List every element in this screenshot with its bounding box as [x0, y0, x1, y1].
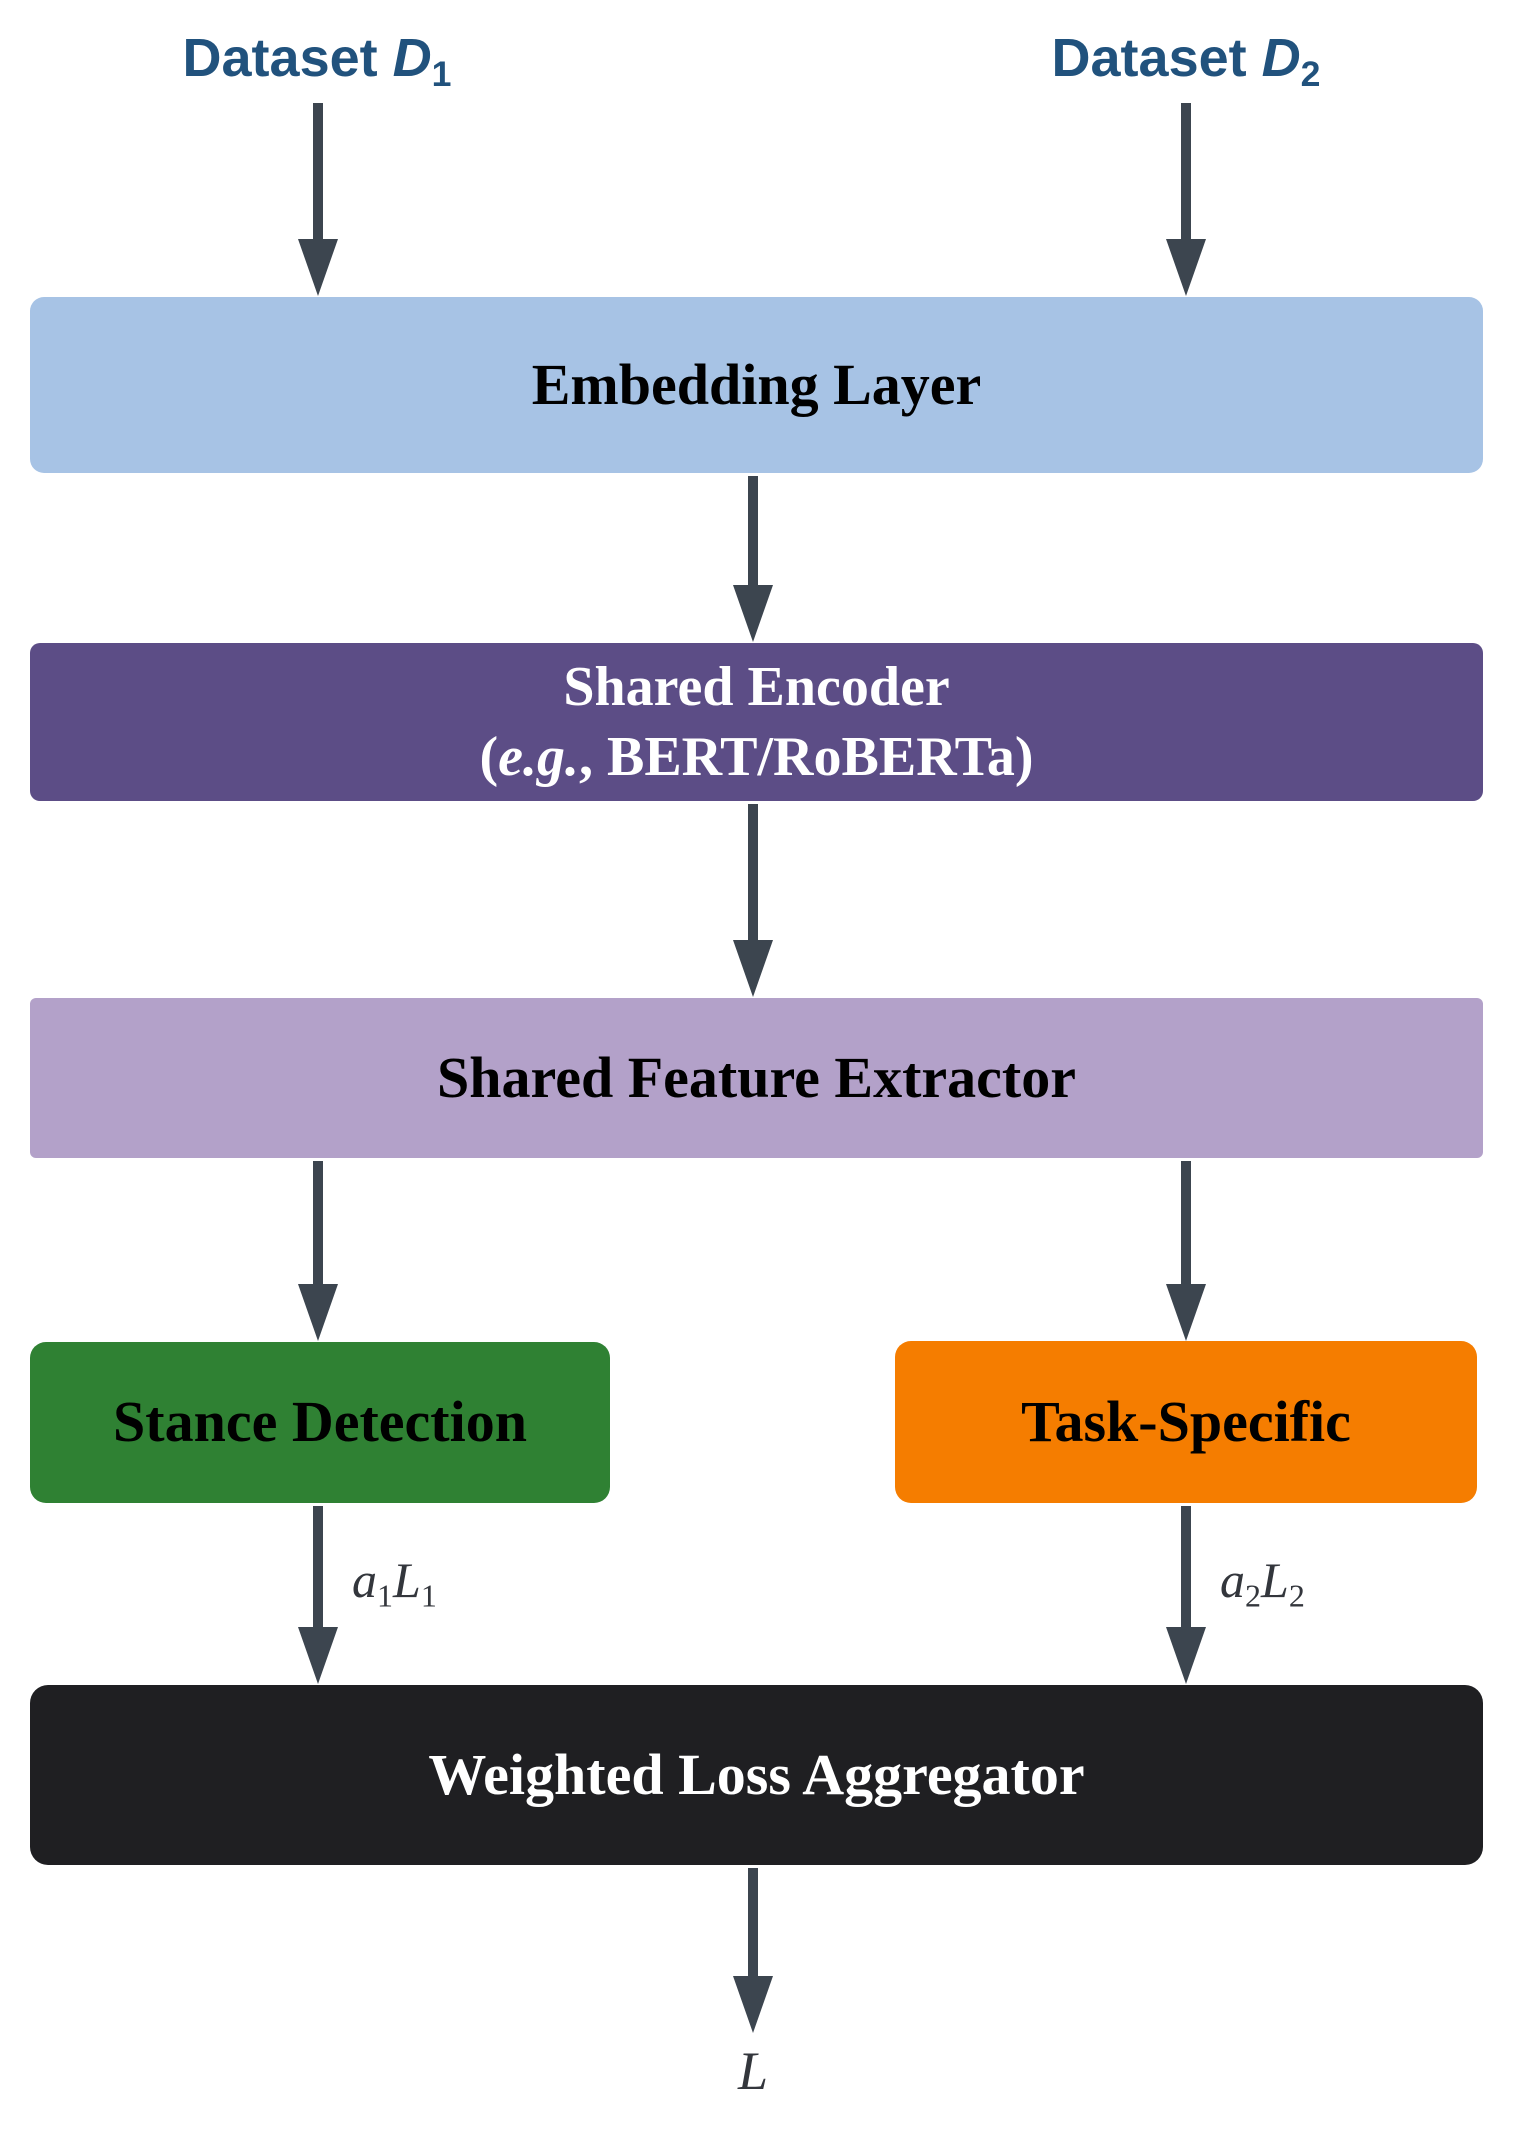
arrow-head-icon [298, 1627, 338, 1684]
stance-detection-label: Stance Detection [113, 1389, 527, 1455]
arrow-task-to-aggregator [1166, 1506, 1206, 1684]
dataset-d2-prefix: Dataset [1051, 28, 1262, 88]
arrow-embedding-to-encoder [733, 476, 773, 642]
arrow-head-icon [1166, 1627, 1206, 1684]
dataset-d1-label: Dataset D1 [97, 26, 537, 96]
arrow-shaft [313, 1161, 323, 1284]
dataset-d2-variable: D [1261, 28, 1301, 88]
a1-variable: a [352, 1552, 377, 1608]
arrow-head-icon [733, 1976, 773, 2033]
arrow-head-icon [1166, 1284, 1206, 1341]
weighted-loss-aggregator-label: Weighted Loss Aggregator [428, 1741, 1085, 1807]
arrow-encoder-to-extractor [733, 804, 773, 997]
arrow-aggregator-to-output [733, 1868, 773, 2033]
arrow-shaft [748, 1868, 758, 1976]
task-specific-label: Task-Specific [1021, 1388, 1351, 1454]
a1-subscript: 1 [377, 1577, 393, 1614]
l1-variable: L [393, 1552, 421, 1608]
arrow-d2-to-embedding [1166, 103, 1206, 296]
l1-subscript: 1 [420, 1577, 437, 1614]
arrow-shaft [1181, 103, 1191, 239]
l2-subscript: 2 [1288, 1577, 1305, 1614]
arrow-head-icon [298, 1284, 338, 1341]
embedding-layer-box: Embedding Layer [30, 297, 1483, 473]
arrow-shaft [748, 804, 758, 940]
dataset-d1-variable: D [392, 28, 432, 88]
arrow-extractor-to-task [1166, 1161, 1206, 1341]
arrow-head-icon [733, 585, 773, 642]
l2-variable: L [1261, 1552, 1289, 1608]
embedding-layer-label: Embedding Layer [531, 351, 982, 417]
arrow-shaft [1181, 1506, 1191, 1627]
a2-variable: a [1220, 1552, 1245, 1608]
shared-encoder-line2-eg: e.g. [498, 726, 579, 788]
arrow-shaft [313, 1506, 323, 1627]
arrow-head-icon [733, 940, 773, 997]
a2-subscript: 2 [1245, 1577, 1261, 1614]
shared-feature-extractor-box: Shared Feature Extractor [30, 998, 1483, 1158]
arrow-head-icon [298, 239, 338, 296]
dataset-d2-label: Dataset D2 [966, 26, 1406, 96]
total-loss-label: L [737, 2041, 769, 2101]
arrow-shaft [313, 103, 323, 239]
stance-detection-box: Stance Detection [30, 1342, 610, 1503]
shared-encoder-line2-open: ( [479, 726, 499, 788]
arrow-extractor-to-stance [298, 1161, 338, 1341]
weighted-loss-aggregator-box: Weighted Loss Aggregator [30, 1685, 1483, 1865]
loss-weight-label-a2l2: a2L2 [1220, 1553, 1305, 1614]
loss-weight-label-a1l1: a1L1 [352, 1553, 437, 1614]
arrow-head-icon [1166, 239, 1206, 296]
shared-feature-extractor-label: Shared Feature Extractor [437, 1044, 1076, 1110]
shared-encoder-line1: Shared Encoder [563, 656, 950, 718]
dataset-d1-prefix: Dataset [182, 28, 393, 88]
dataset-d2-subscript: 2 [1300, 53, 1321, 94]
arrow-shaft [1181, 1161, 1191, 1284]
arrow-shaft [748, 476, 758, 585]
arrow-d1-to-embedding [298, 103, 338, 296]
arrow-stance-to-aggregator [298, 1506, 338, 1684]
dataset-d1-subscript: 1 [431, 53, 452, 94]
shared-encoder-box: Shared Encoder (e.g., BERT/RoBERTa) [30, 643, 1483, 801]
shared-encoder-line2-rest: , BERT/RoBERTa) [578, 726, 1034, 788]
task-specific-box: Task-Specific [895, 1341, 1477, 1503]
shared-encoder-line2: (e.g., BERT/RoBERTa) [479, 722, 1033, 792]
